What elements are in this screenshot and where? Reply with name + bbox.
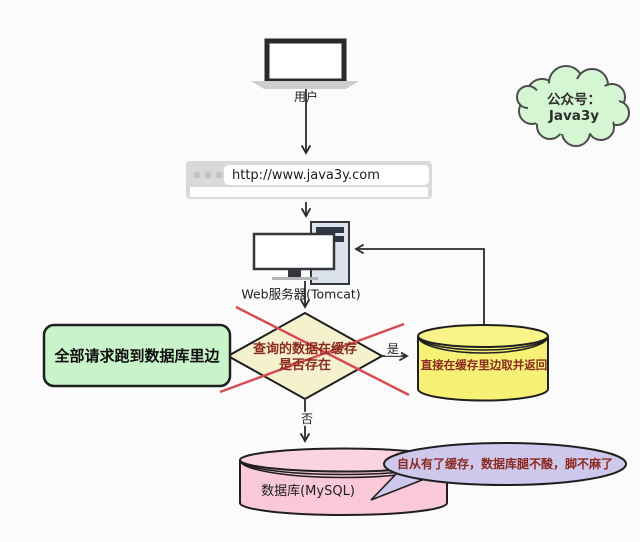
decision-text-line1: 查询的数据在缓存	[252, 342, 358, 358]
browser-dots-icon	[193, 171, 223, 179]
cache-db-label: 直接在缓存里边取并返回	[420, 358, 548, 373]
cloud-badge	[516, 65, 630, 147]
left-note-box	[42, 323, 232, 388]
speech-bubble-text: 自从有了缓存，数据库腿不酸，脚不麻了	[396, 456, 614, 471]
cloud-text-line2: Java3y	[548, 107, 600, 124]
left-note-text: 全部请求跑到数据库里边	[54, 347, 220, 365]
browser-address-bar	[186, 161, 432, 199]
server-label: Web服务器(Tomcat)	[241, 286, 361, 302]
url-text: http://www.java3y.com	[232, 168, 380, 184]
cache-cylinder	[417, 324, 549, 402]
laptop-icon	[251, 38, 359, 89]
url-field	[224, 165, 429, 185]
speech-bubble	[370, 442, 627, 501]
user-label: 用户	[293, 89, 319, 104]
connector-cache-to-server	[354, 244, 485, 325]
desktop-server-icon	[252, 221, 350, 285]
cloud-text-line1: 公众号：	[547, 91, 601, 108]
yes-label: 是	[384, 341, 402, 357]
decision-text-line2: 是否存在	[278, 358, 332, 374]
mysql-db-label: 数据库(MySQL)	[261, 484, 355, 500]
no-label: 否	[298, 411, 316, 427]
red-cross-icon	[219, 305, 410, 397]
